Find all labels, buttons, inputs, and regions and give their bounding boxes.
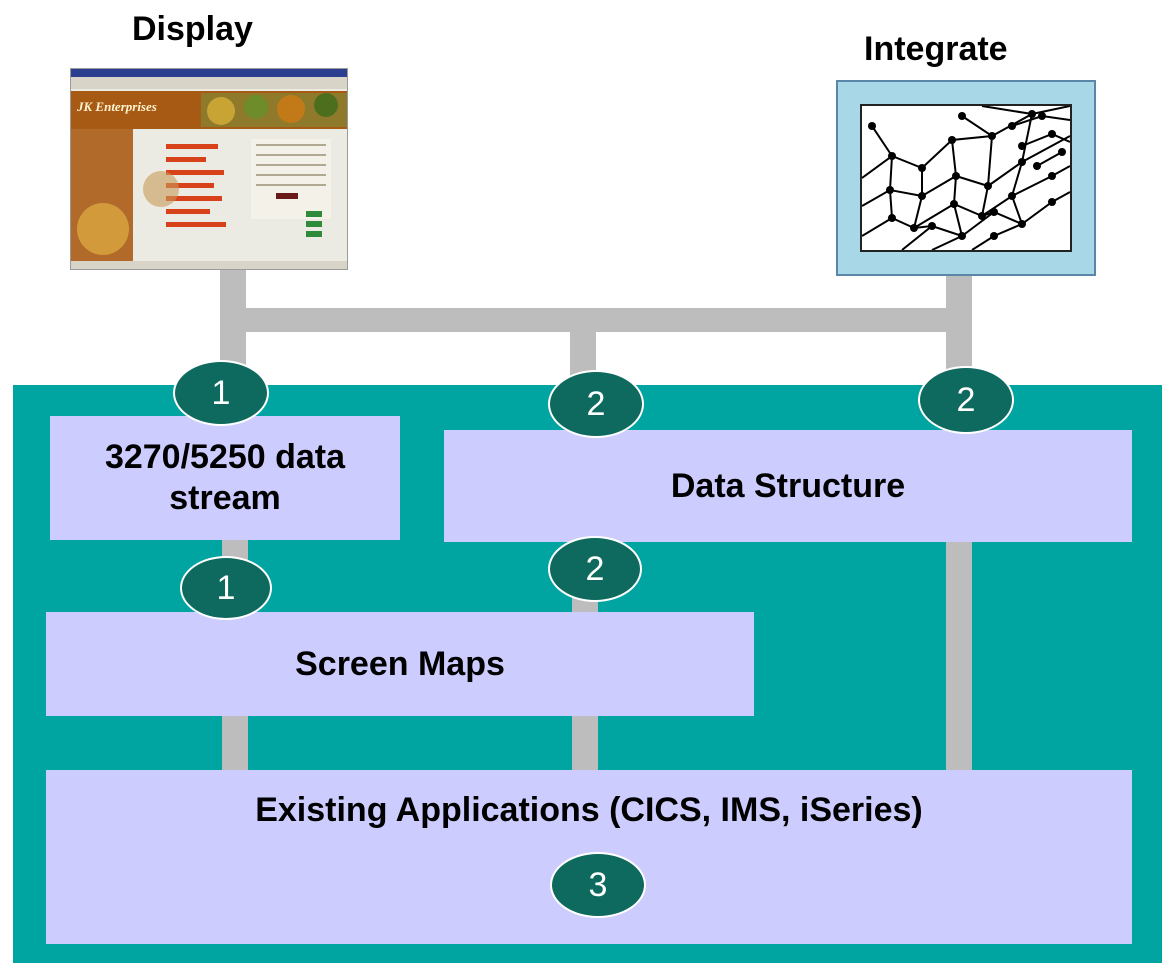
- integrate-icon-frame: [836, 80, 1096, 276]
- network-graph-icon: [862, 106, 1070, 250]
- bus-connector: [220, 308, 972, 332]
- integrate-icon-screen: [860, 104, 1072, 252]
- step-badge-1-top: 1: [173, 360, 269, 426]
- step-badge-2-middle: 2: [548, 370, 644, 438]
- thumbnail-site-name: JK Enterprises: [77, 99, 157, 114]
- data-structure-box: Data Structure: [444, 430, 1132, 542]
- display-thumbnail: JK Enterprises: [70, 68, 348, 270]
- step-badge-2-right: 2: [918, 366, 1014, 434]
- web-page-screenshot-icon: [71, 69, 347, 269]
- integrate-down-connector: [946, 530, 972, 770]
- step-badge-2-bottom: 2: [548, 536, 642, 602]
- integrate-title: Integrate: [864, 30, 1008, 68]
- display-title: Display: [132, 10, 253, 48]
- step-badge-1-bottom: 1: [180, 556, 272, 620]
- screen-maps-box: Screen Maps: [46, 612, 754, 716]
- step-badge-3: 3: [550, 852, 646, 918]
- datastream-box: 3270/5250 data stream: [50, 416, 400, 540]
